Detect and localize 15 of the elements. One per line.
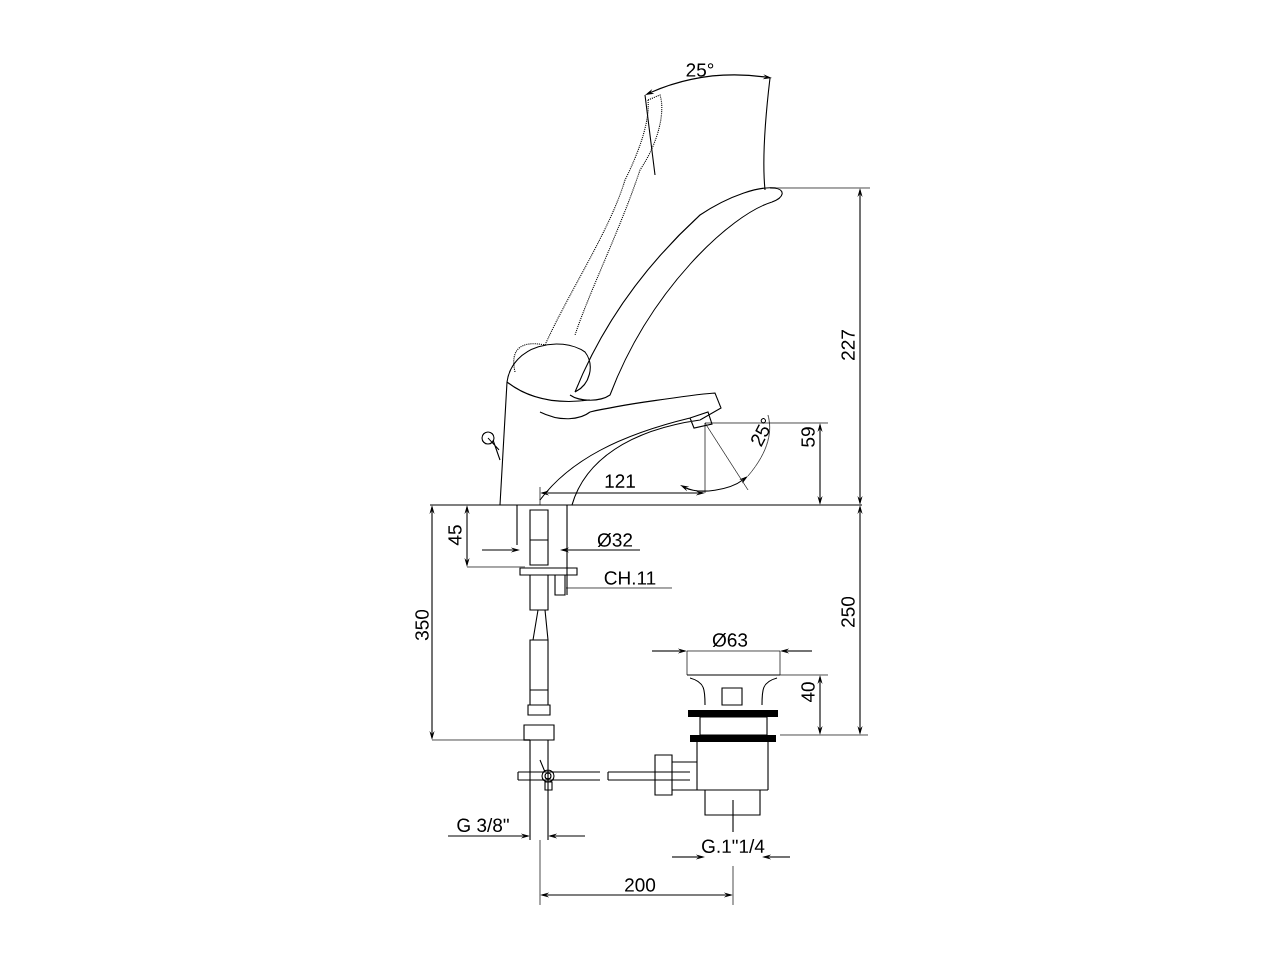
dimension-label: 45	[448, 525, 462, 546]
dimension-label: 200	[625, 878, 656, 892]
dimension-label: 227	[841, 330, 855, 360]
dimension-label: G.1"1/4	[702, 839, 765, 853]
dimension-label: 40	[801, 682, 815, 703]
dimension-label: G 3/8"	[457, 818, 509, 832]
dimension-label: 350	[415, 609, 429, 641]
dimension-label: 250	[841, 596, 855, 627]
dimension-label: CH.11	[604, 571, 656, 585]
dimension-label: Ø63	[712, 632, 748, 648]
dimension-label: 121	[605, 474, 635, 488]
dimension-label: 59	[801, 427, 815, 447]
dimension-label: 25°	[686, 63, 714, 77]
dimension-label: 25°	[751, 418, 770, 447]
dimension-label: Ø32	[597, 532, 632, 548]
